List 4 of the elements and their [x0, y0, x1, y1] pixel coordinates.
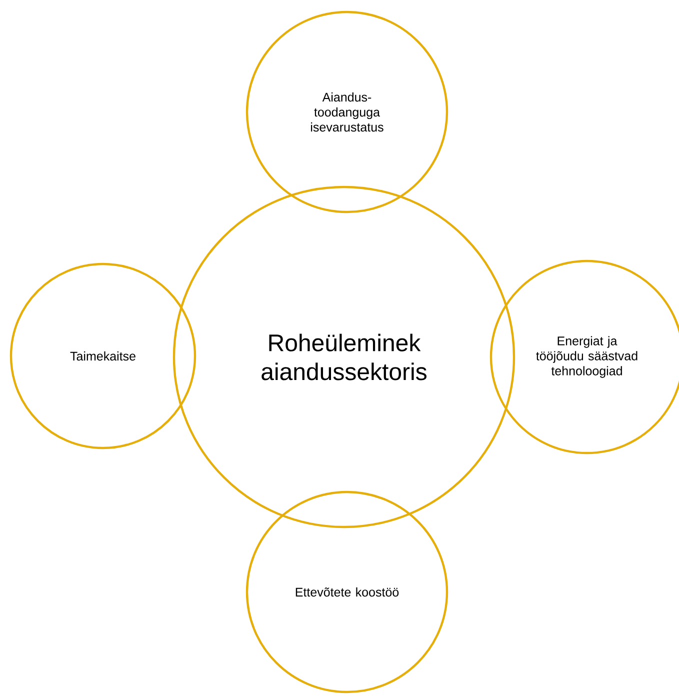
circle-node: Aiandus-toodanguga isevarustatus: [246, 10, 448, 214]
circle-node: Roheüleminek aiandussektoris: [172, 186, 516, 528]
circle-node: Taimekaitse: [10, 262, 196, 450]
circle-node: Ettevõtete koostöö: [246, 490, 448, 694]
